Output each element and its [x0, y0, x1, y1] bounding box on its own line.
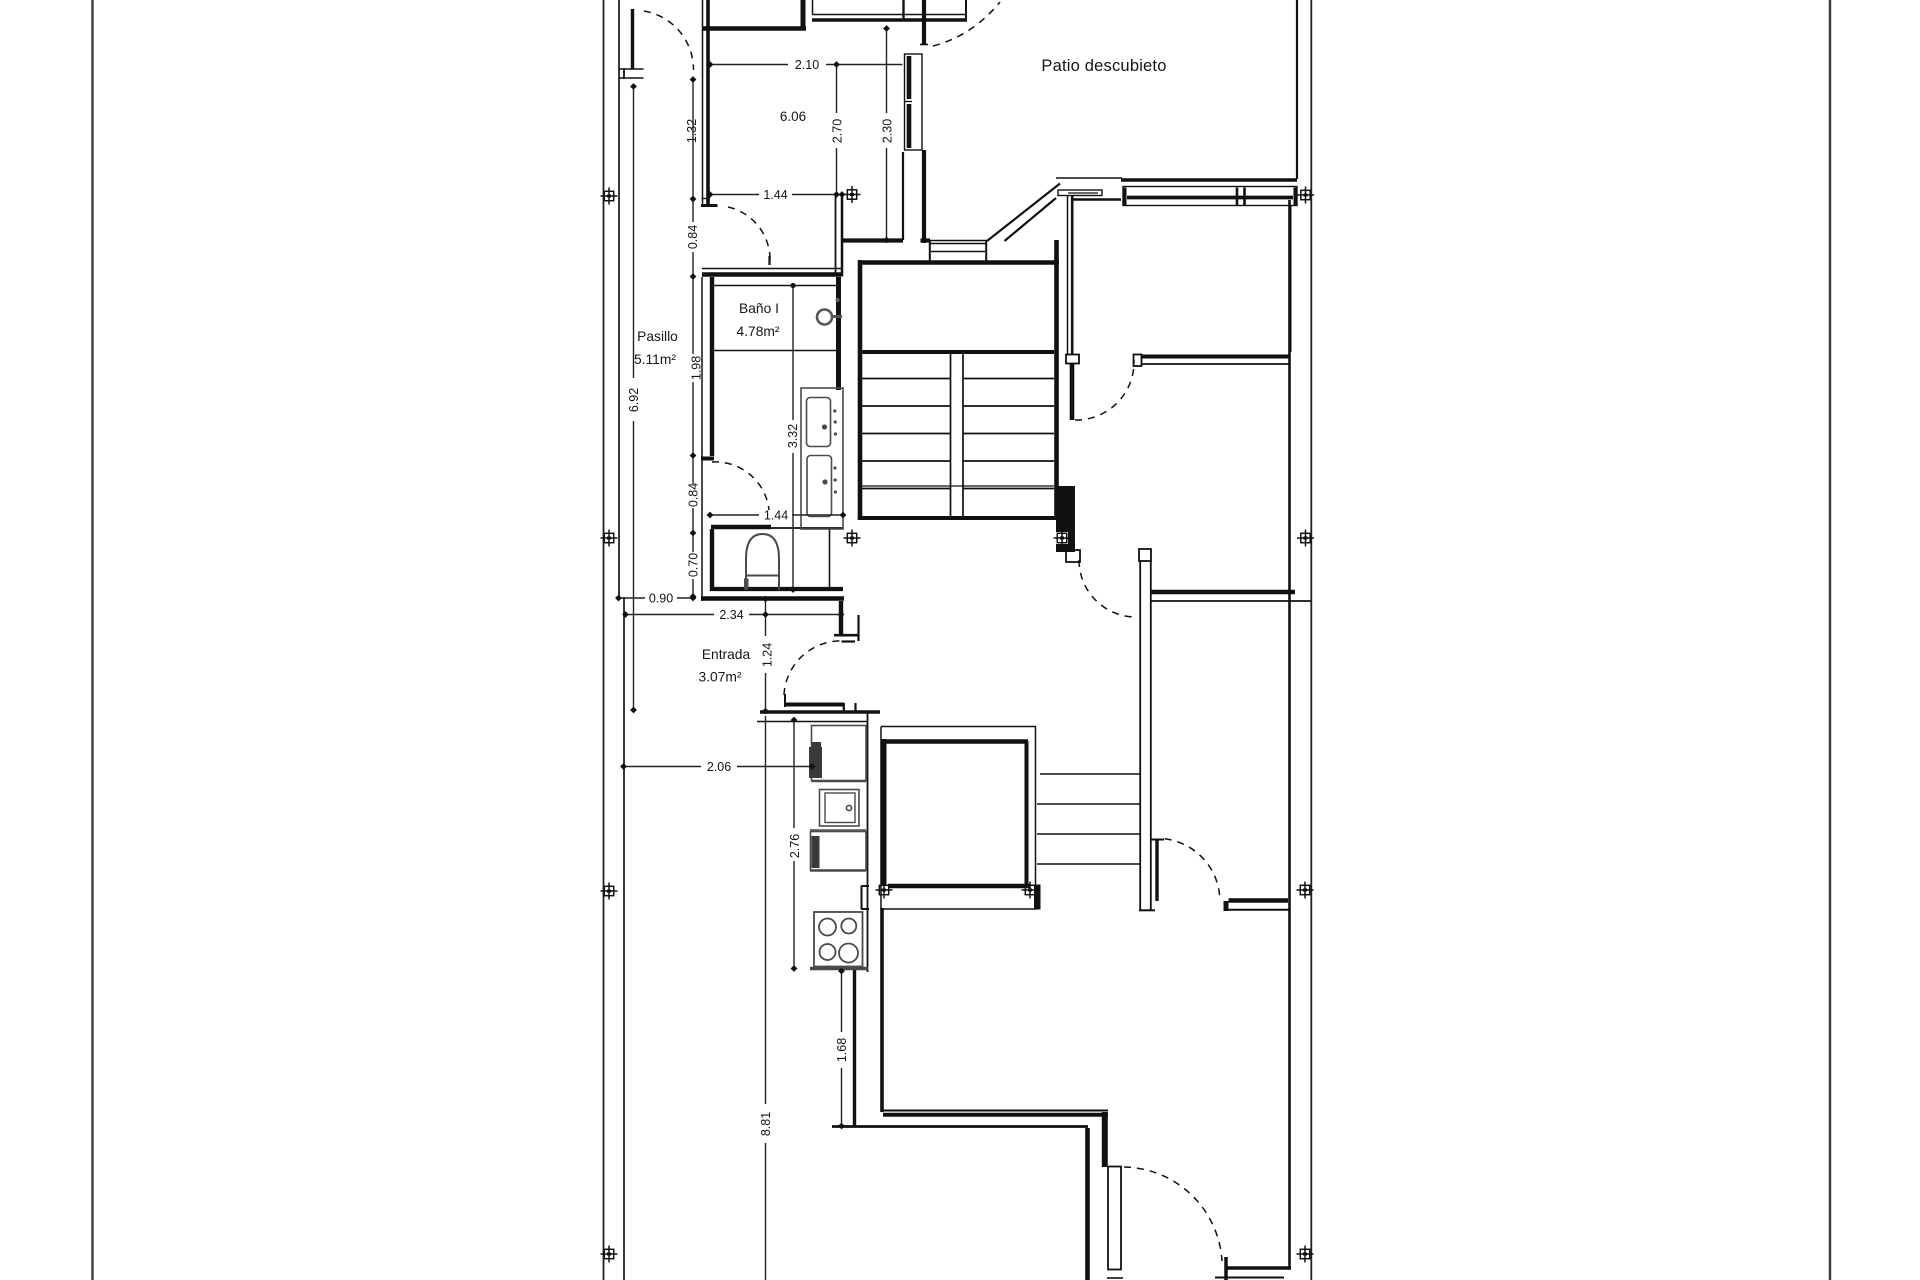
- svg-text:Patio descubieto: Patio descubieto: [1041, 57, 1166, 75]
- svg-text:6.92: 6.92: [627, 388, 641, 412]
- svg-text:2.10: 2.10: [795, 58, 819, 72]
- svg-text:8.81: 8.81: [759, 1112, 773, 1136]
- svg-text:0.70: 0.70: [687, 553, 701, 577]
- svg-text:0.84: 0.84: [687, 483, 701, 507]
- svg-text:5.11m²: 5.11m²: [634, 352, 676, 367]
- svg-text:3.07m²: 3.07m²: [699, 670, 742, 685]
- svg-text:2.76: 2.76: [788, 834, 802, 858]
- svg-text:2.06: 2.06: [707, 760, 731, 774]
- svg-text:4.78m²: 4.78m²: [737, 324, 780, 339]
- svg-text:6.06: 6.06: [780, 109, 806, 124]
- svg-text:0.84: 0.84: [686, 225, 700, 249]
- svg-text:2.34: 2.34: [719, 608, 743, 622]
- svg-text:1.32: 1.32: [685, 119, 699, 143]
- svg-text:2.70: 2.70: [831, 119, 845, 143]
- svg-text:Entrada: Entrada: [702, 647, 751, 662]
- svg-text:3.32: 3.32: [786, 424, 800, 448]
- svg-text:Baño I: Baño I: [739, 301, 779, 316]
- svg-text:1.24: 1.24: [760, 643, 774, 667]
- svg-text:Pasillo: Pasillo: [637, 329, 678, 344]
- svg-text:2.30: 2.30: [881, 119, 895, 143]
- svg-text:1.98: 1.98: [690, 356, 704, 380]
- svg-text:1.68: 1.68: [835, 1038, 849, 1062]
- svg-text:0.90: 0.90: [649, 592, 673, 606]
- svg-text:1.44: 1.44: [764, 509, 788, 523]
- svg-text:1.44: 1.44: [763, 188, 787, 202]
